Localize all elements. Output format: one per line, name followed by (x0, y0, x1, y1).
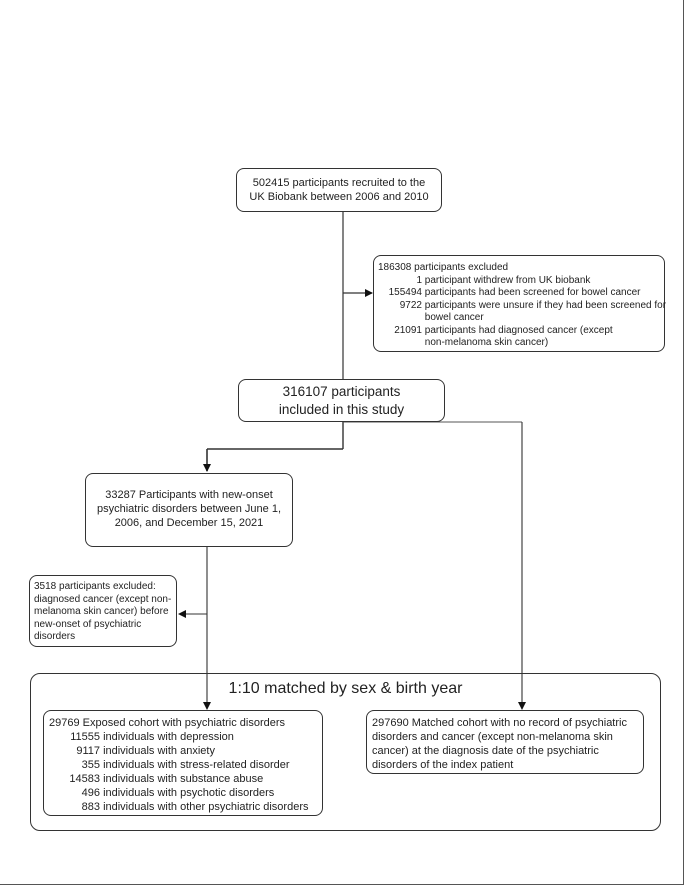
exposed-item-count: 9117 (76, 745, 100, 757)
excluded-item-text: participants were unsure if they had bee… (424, 299, 667, 311)
excluded-cancer-line-2: diagnosed cancer (except non- (34, 593, 172, 605)
matched-cohort-line-3: cancer) at the diagnosis date of the psy… (372, 745, 599, 757)
excluded-item-text: participants had diagnosed cancer (excep… (424, 324, 613, 336)
excluded-item-text: non-melanoma skin cancer) (424, 337, 549, 348)
exposed-item: 9117 individuals with anxiety (49, 744, 322, 758)
excluded-item: 21091 participants had diagnosed cancer … (378, 325, 664, 338)
excluded-item-text: participants had been screened for bowel… (424, 287, 641, 298)
excluded-initial-title: 186308 participants excluded (378, 262, 509, 273)
excluded-item-count: 9722 (399, 299, 422, 311)
recruited-line-2: UK Biobank between 2006 and 2010 (249, 191, 429, 203)
exposed-item: 883 individuals with other psychiatric d… (49, 800, 322, 814)
excluded-item: 9722 participants were unsure if they ha… (378, 299, 667, 313)
included-line-2: included in this study (278, 402, 405, 417)
excluded-cancer-line-3: melanoma skin cancer) before (34, 606, 169, 617)
included-box: 316107 participants included in this stu… (238, 379, 445, 422)
matched-container (30, 673, 661, 831)
exposed-item-count: 355 (81, 759, 100, 771)
new-onset-line-3: 2006, and December 15, 2021 (114, 517, 264, 529)
matched-cohort-line-4: disorders of the index patient (372, 759, 514, 771)
recruited-line-1: 502415 participants recruited to the (252, 177, 426, 189)
exposed-item: 496 individuals with psychotic disorders (49, 786, 322, 800)
included-line-1: 316107 participants (282, 384, 401, 399)
recruited-box: 502415 participants recruited to the UK … (236, 168, 442, 212)
exposed-item-text: individuals with other psychiatric disor… (103, 801, 309, 813)
excluded-item-count: 21091 (394, 324, 422, 336)
matched-cohort-line-2: disorders and cancer (except non-melanom… (372, 731, 613, 743)
excluded-item: 155494 participants had been screened fo… (378, 287, 664, 300)
excluded-cancer-line-5: disorders (34, 631, 76, 642)
matched-cohort-box: 297690 Matched cohort with no record of … (366, 710, 644, 774)
excluded-item-count: 155494 (388, 287, 422, 298)
excluded-item-text: bowel cancer (424, 312, 484, 323)
exposed-item: 14583 individuals with substance abuse (49, 772, 322, 786)
excluded-cancer-line-1: 3518 participants excluded: (34, 581, 156, 592)
exposed-item-count: 11555 (70, 731, 100, 743)
exposed-item-text: individuals with depression (103, 731, 234, 743)
new-onset-line-2: psychiatric disorders between June 1, (96, 503, 282, 515)
exposed-item-text: individuals with psychotic disorders (103, 787, 275, 799)
new-onset-line-1: 33287 Participants with new-onset (105, 489, 273, 501)
exposed-item: 11555 individuals with depression (49, 730, 322, 744)
exposed-item-count: 883 (81, 801, 100, 813)
excluded-item: bowel cancer (378, 312, 664, 325)
new-onset-box: 33287 Participants with new-onset psychi… (85, 473, 293, 547)
exposed-item-text: individuals with substance abuse (103, 773, 264, 785)
excluded-cancer-box: 3518 participants excluded: diagnosed ca… (29, 575, 177, 647)
excluded-initial-box: 186308 participants excluded 1 participa… (373, 255, 667, 352)
excluded-item-text: participant withdrew from UK biobank (424, 274, 591, 286)
exposed-item-text: individuals with anxiety (103, 745, 215, 757)
exposed-item: 355 individuals with stress-related diso… (49, 758, 322, 772)
exposed-item-count: 14583 (69, 773, 100, 785)
excluded-item: non-melanoma skin cancer) (378, 337, 664, 350)
exposed-item-text: individuals with stress-related disorder (103, 759, 290, 771)
excluded-item-count: 1 (416, 274, 422, 286)
matched-title: 1:10 matched by sex & birth year (228, 680, 463, 697)
exposed-item-count: 496 (81, 787, 100, 799)
matched-cohort-line-1: 297690 Matched cohort with no record of … (372, 717, 627, 729)
exposed-title: 29769 Exposed cohort with psychiatric di… (49, 717, 286, 729)
exposed-box: 29769 Exposed cohort with psychiatric di… (43, 710, 323, 816)
excluded-cancer-line-4: new-onset of psychiatric (34, 618, 142, 630)
excluded-item: 1 participant withdrew from UK biobank (378, 275, 664, 288)
excluded-initial-list: 1 participant withdrew from UK biobank 1… (378, 275, 667, 350)
